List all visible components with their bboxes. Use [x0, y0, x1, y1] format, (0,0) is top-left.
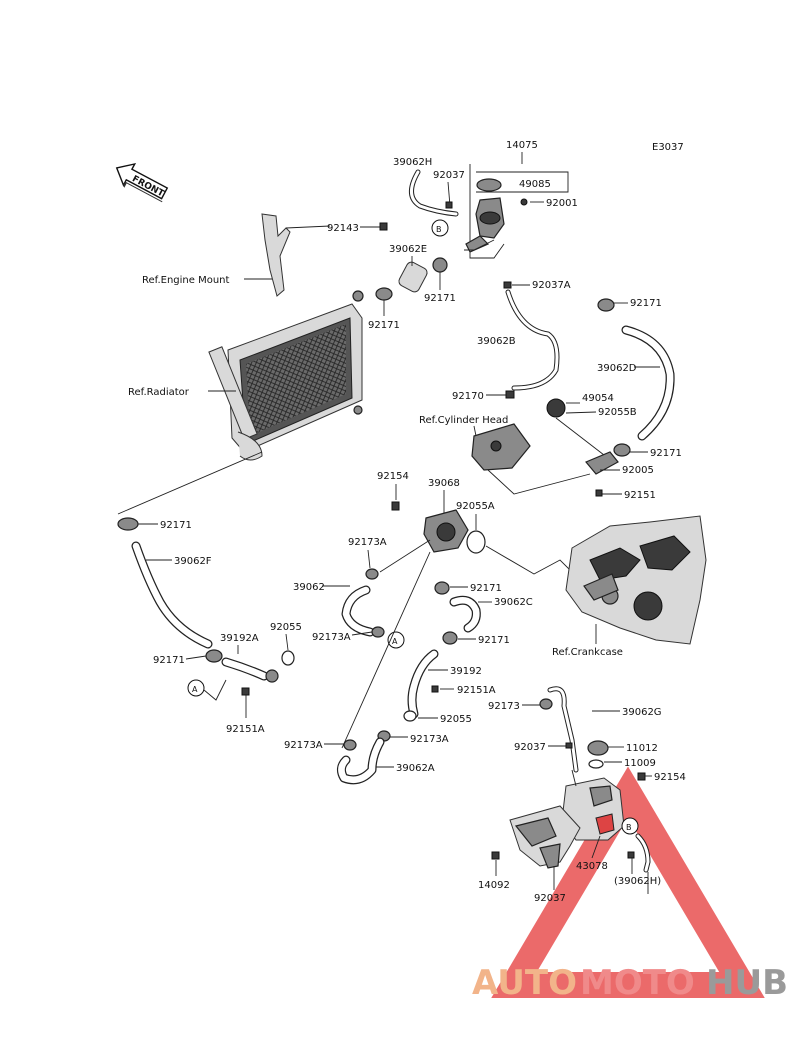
watermark-moto: MOTO [580, 963, 695, 1003]
watermark-hub: HUB [706, 963, 788, 1003]
label-92151: 92151 [624, 490, 656, 501]
label-39062C: 39062C [494, 597, 533, 608]
label-92037-c: (39062H) [614, 876, 661, 887]
callout-a-left [187, 679, 205, 697]
label-92173A-c: 92173A [410, 734, 449, 745]
label-92037-b: 92037 [514, 742, 546, 753]
label-49085: 49085 [519, 179, 551, 190]
label-92173A-a: 92173A [348, 537, 387, 548]
label-92001: 92001 [546, 198, 578, 209]
label-39062B: 39062B [477, 336, 516, 347]
watermark-triangle [491, 766, 765, 998]
watermark-auto: AUTO [472, 963, 577, 1003]
label-92055A: 92055A [456, 501, 495, 512]
label-92171-c: 92171 [630, 298, 662, 309]
label-39068: 39068 [428, 478, 460, 489]
label-92055B: 92055B [598, 407, 637, 418]
engine-mount-bracket [261, 213, 331, 297]
watermark [491, 766, 765, 998]
label-39192A: 39192A [220, 633, 259, 644]
label-39062D: 39062D [597, 363, 637, 374]
label-92171-g: 92171 [478, 635, 510, 646]
label-92005: 92005 [622, 465, 654, 476]
label-11012: 11012 [626, 743, 658, 754]
watermark-text: AUTO MOTO HUB [472, 963, 788, 1003]
label-92055-b: 92055 [440, 714, 472, 725]
label-92171-d: 92171 [650, 448, 682, 459]
callout-b-top-label: B [436, 225, 442, 234]
label-92151A-b: 92151A [457, 685, 496, 696]
diagram-code: E3037 [652, 142, 684, 153]
callout-b-lower-label: B [626, 823, 632, 832]
filler-neck-group [465, 164, 569, 259]
callout-a-left-label: A [192, 685, 198, 694]
label-14092: 92037 [534, 893, 566, 904]
ref-crankcase: Ref.Crankcase [552, 647, 623, 658]
label-92143: 92143 [327, 223, 359, 234]
label-92152: 14092 [478, 880, 510, 891]
callout-b-lower [621, 817, 639, 835]
label-92151A-a: 92151A [226, 724, 265, 735]
label-39062G: 39062G [622, 707, 662, 718]
label-39062H: 39062H [393, 157, 432, 168]
tank-bracket [509, 805, 581, 869]
label-92171-h: 92171 [153, 655, 185, 666]
label-39062E: 39062E [389, 244, 427, 255]
label-92055: 92055 [270, 622, 302, 633]
label-92154-a: 92154 [377, 471, 409, 482]
label-39192: 39192 [450, 666, 482, 677]
label-92173A-b: 92173A [312, 632, 351, 643]
label-14075: 14075 [506, 140, 538, 151]
label-43078: 43078 [576, 861, 608, 872]
label-92170: 92170 [452, 391, 484, 402]
crankcase [565, 515, 707, 645]
ref-cylinder-head: Ref.Cylinder Head [419, 415, 508, 426]
label-92037-top: 92037 [433, 170, 465, 181]
front-arrow-icon: FRONT [115, 162, 169, 203]
label-39062: 39062 [293, 582, 325, 593]
label-92171-e: 92171 [160, 520, 192, 531]
label-92154-b: 92154 [654, 772, 686, 783]
callout-b-top [431, 219, 449, 237]
label-92173A-d: 92173A [284, 740, 323, 751]
label-92037A: 92037A [532, 280, 571, 291]
label-92171-a: 92171 [424, 293, 456, 304]
label-92171-b: 92171 [368, 320, 400, 331]
label-39062F: 39062F [174, 556, 212, 567]
radiator [208, 290, 364, 461]
label-11009: 11009 [624, 758, 656, 769]
label-92173: 92173 [488, 701, 520, 712]
label-39062A: 39062A [396, 763, 435, 774]
ref-engine-mount: Ref.Engine Mount [142, 275, 229, 286]
callout-a-mid-label: A [392, 637, 398, 646]
ref-radiator: Ref.Radiator [128, 387, 190, 398]
label-92171-f: 92171 [470, 583, 502, 594]
label-49054: 49054 [582, 393, 614, 404]
